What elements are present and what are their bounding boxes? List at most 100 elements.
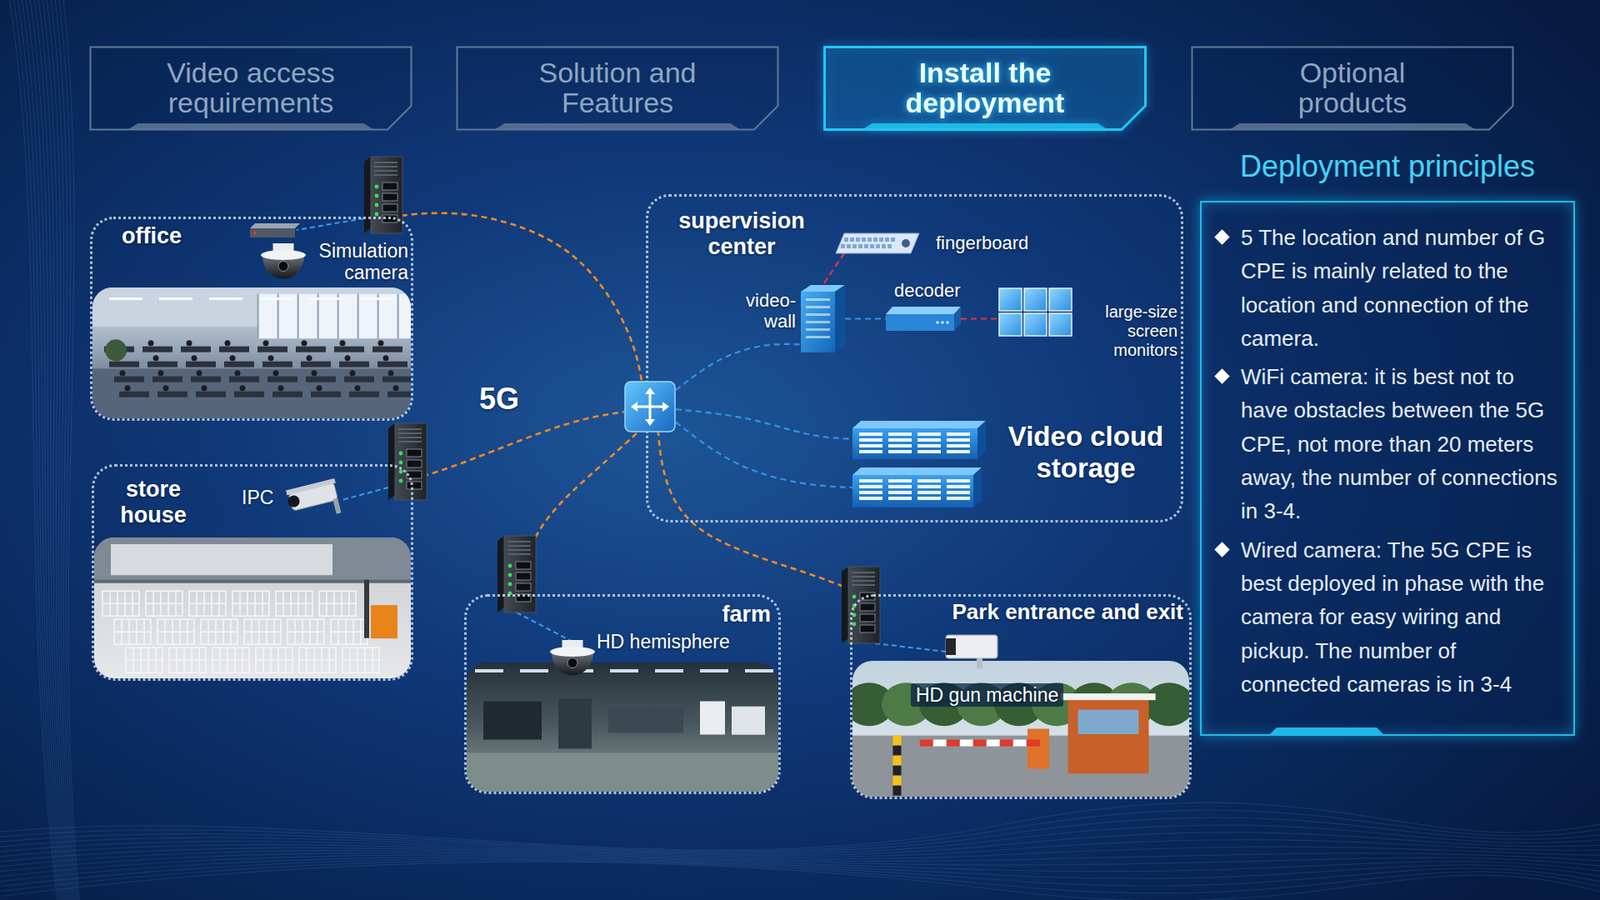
ceiling-light [655,669,684,673]
panel-heading: Deployment principles [1193,149,1582,184]
cage-rack [232,590,270,616]
desk [295,346,326,353]
video-recorder [250,223,300,238]
cpe-device [841,566,880,644]
device-label: HD gun machine [910,683,1064,707]
barrier-arm [1000,740,1014,747]
tab-label: Video access requirements [150,58,351,118]
shape [258,294,411,339]
gun-camera [945,635,998,669]
person [191,355,198,361]
cpe-device [364,156,403,234]
desk [147,361,178,368]
cage-rack [145,590,183,616]
desk [142,346,173,353]
principles-panel: Deployment principles5 The location and … [1200,200,1575,736]
device-label: video-wall [734,290,796,333]
cage-rack [342,647,380,673]
site-region: fingerboardvideo-walldecoderlarge-size s… [645,194,1184,523]
person [306,355,313,361]
storage-node: Video cloud storage [852,420,990,508]
machine [558,698,592,749]
principle-text: Wired camera: The 5G CPE is best deploye… [1240,533,1560,701]
network-link [960,317,999,320]
person [340,340,346,346]
gate-photo [852,660,1190,797]
panel-accent [1268,725,1385,736]
window-frame [397,294,400,339]
person [158,370,165,376]
cage-rack [114,619,151,645]
factory-photo [466,662,779,792]
cpe-device [388,423,427,500]
device-label: large-size screen monitors [1081,302,1178,360]
tab-label: Solution and Features [517,58,718,118]
barrier-arm [933,740,947,747]
region-title: store house [113,476,194,529]
window-frame [277,294,280,339]
ceiling-light [745,669,774,673]
network-link [658,432,862,595]
forklift [370,605,398,639]
person [268,355,275,361]
cage-rack [299,647,336,673]
barrier-arm [1026,740,1040,747]
person [201,385,208,391]
person [378,340,385,346]
router-icon [624,380,676,433]
desk [257,346,288,353]
desk [349,391,380,398]
cage-rack [125,647,163,673]
scene-photo [852,660,1190,797]
window-frame [377,294,380,339]
cage-rack [200,619,238,645]
network-link [675,344,801,390]
router-node: 5G [624,380,676,433]
ceiling-light [359,297,393,300]
ceiling-light [610,669,639,673]
ceiling-light [259,297,293,300]
person [120,370,126,376]
decoder-node: decoder [885,306,961,331]
window-frame [257,294,260,339]
ceiling-light [109,297,143,300]
office-photo [92,287,411,419]
person [186,340,193,346]
desk [387,391,411,398]
desk [272,391,303,398]
person [383,355,390,361]
desk [310,391,341,398]
window-frame [317,294,320,339]
cage-rack [102,590,140,616]
bollard [892,785,901,796]
person [345,355,351,361]
person [278,385,285,391]
person [301,340,308,346]
desk [339,361,370,368]
desk [119,391,150,398]
shape [94,580,411,584]
bullet-row: 5 The location and number of G CPE is ma… [1213,220,1560,355]
crate [731,706,765,735]
desk [185,361,216,368]
ceiling-light [475,669,504,673]
barrier-arm [973,740,987,747]
person [230,355,236,361]
network-link [823,253,845,285]
shape [94,537,411,583]
desk [157,391,188,398]
desk [224,361,255,368]
server-node: video-wall [800,285,845,353]
bollard [892,745,901,756]
desk [109,361,140,368]
forklift-mast [364,580,370,639]
desk [195,391,226,398]
truck [110,544,333,575]
region-title: office [121,223,230,250]
network-link [413,411,625,480]
person [163,385,170,391]
person [350,370,356,376]
tab-box: Install the deployment [823,45,1147,131]
cage-rack [319,590,356,616]
